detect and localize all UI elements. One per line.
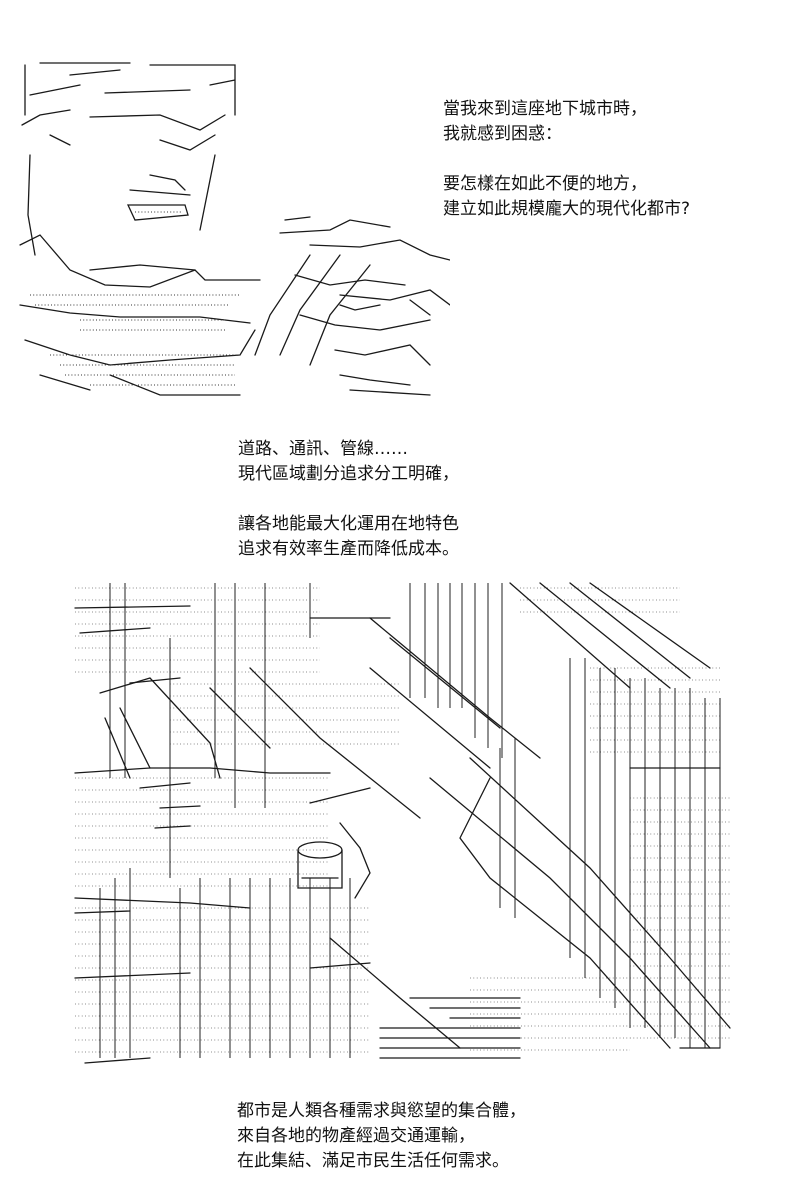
narration-line: 要怎樣在如此不便的地方， bbox=[443, 174, 647, 194]
narration-block-1: 當我來到這座地下城市時， 我就感到困惑： 要怎樣在如此不便的地方， 建立如此規模… bbox=[443, 97, 690, 222]
narration-line: 讓各地能最大化運用在地特色 bbox=[238, 514, 459, 534]
narration-line: 現代區域劃分追求分工明確， bbox=[238, 464, 459, 484]
narration-line: 都市是人類各種需求與慾望的集合體， bbox=[237, 1101, 526, 1121]
narration-line: 在此集結、滿足市民生活任何需求。 bbox=[237, 1151, 509, 1171]
narration-line: 道路、通訊、管線…… bbox=[238, 439, 408, 459]
ascii-art-cityscape bbox=[70, 578, 740, 1073]
narration-line: 追求有效率生產而降低成本。 bbox=[238, 539, 459, 559]
narration-block-2: 道路、通訊、管線…… 現代區域劃分追求分工明確， 讓各地能最大化運用在地特色 追… bbox=[238, 437, 459, 562]
narration-line: 我就感到困惑： bbox=[443, 124, 562, 144]
narration-line: 當我來到這座地下城市時， bbox=[443, 99, 647, 119]
narration-line: 來自各地的物產經過交通運輸， bbox=[237, 1126, 475, 1146]
narration-block-3: 都市是人類各種需求與慾望的集合體， 來自各地的物產經過交通運輸， 在此集結、滿足… bbox=[237, 1099, 526, 1174]
ascii-art-character bbox=[10, 55, 450, 405]
narration-line: 建立如此規模龐大的現代化都市? bbox=[443, 199, 691, 219]
